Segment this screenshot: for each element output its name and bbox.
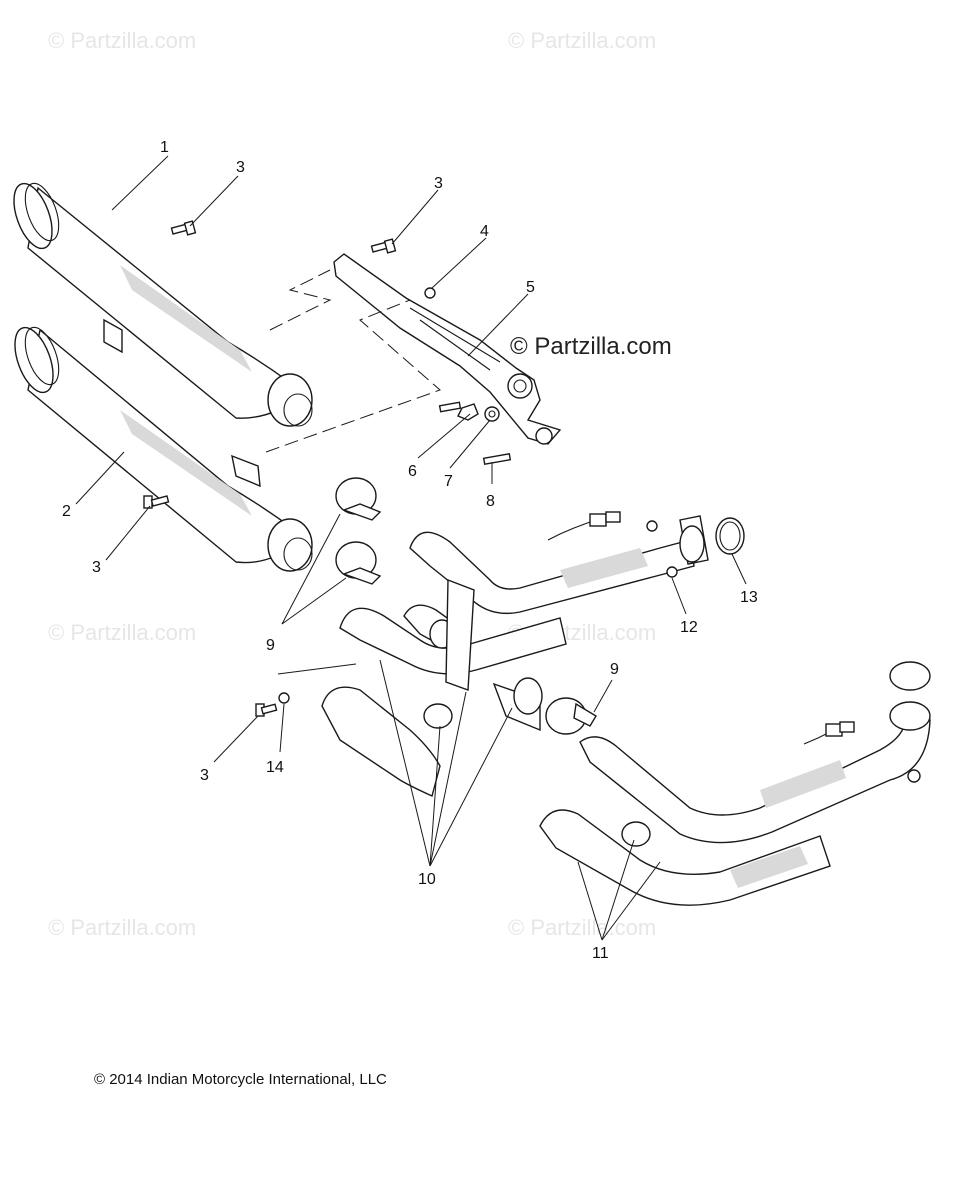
callout-10: 10 [418,871,436,888]
copyright-notice: © 2014 Indian Motorcycle International, … [94,1071,387,1088]
callout-7: 7 [444,473,453,490]
muffler-upper [13,182,313,427]
bolt-3c [143,495,170,509]
heat-shield-left [321,686,453,797]
watermark-top-left: © Partzilla.com [48,28,196,53]
watermark-bottom-left: © Partzilla.com [48,915,196,940]
callout-6: 6 [408,463,417,480]
callout-3b: 3 [434,175,443,192]
bolt-3a [170,220,197,236]
oxygen-sensor-lower [803,721,855,745]
callout-3d: 3 [200,767,209,784]
oxygen-sensor-upper [547,511,621,541]
washer-14 [278,692,290,704]
callout-3a: 3 [236,159,245,176]
callout-11: 11 [592,945,609,962]
gasket-ring-right [889,661,931,691]
clamp-9-upper [335,477,382,521]
crossover-pipe [445,578,543,732]
bolt-3b [370,238,397,254]
watermark-center: © Partzilla.com [510,333,672,360]
muffler-lower [14,318,313,572]
callout-8: 8 [486,493,495,510]
nut-4 [424,287,436,299]
clamp-9-lower [335,541,382,585]
watermark-top-right: © Partzilla.com [508,28,656,53]
callout-1: 1 [160,139,169,156]
callout-4: 4 [480,223,489,240]
callout-5: 5 [526,279,535,296]
callout-12: 12 [680,619,698,636]
bolt-3d [255,703,278,717]
callout-9b: 9 [610,661,619,678]
bolt-6-area [438,401,512,466]
watermark-bottom-right: © Partzilla.com [508,915,656,940]
nut-12a [646,520,658,532]
callout-9a: 9 [266,637,275,654]
watermark-mid-left: © Partzilla.com [48,620,196,645]
alignment-line-upper [269,269,332,331]
callout-2: 2 [62,503,71,520]
clamp-9-right [545,697,597,735]
header-pipe-upper [409,515,709,615]
nut-12b [666,566,678,578]
callout-14: 14 [266,759,284,776]
front-pipe [579,661,931,844]
mounting-bracket [333,253,562,445]
alignment-line-lower [265,299,441,453]
gasket-13 [715,517,745,555]
callout-3c: 3 [92,559,101,576]
callout-13: 13 [740,589,758,606]
rear-lower-pipe [539,809,831,906]
